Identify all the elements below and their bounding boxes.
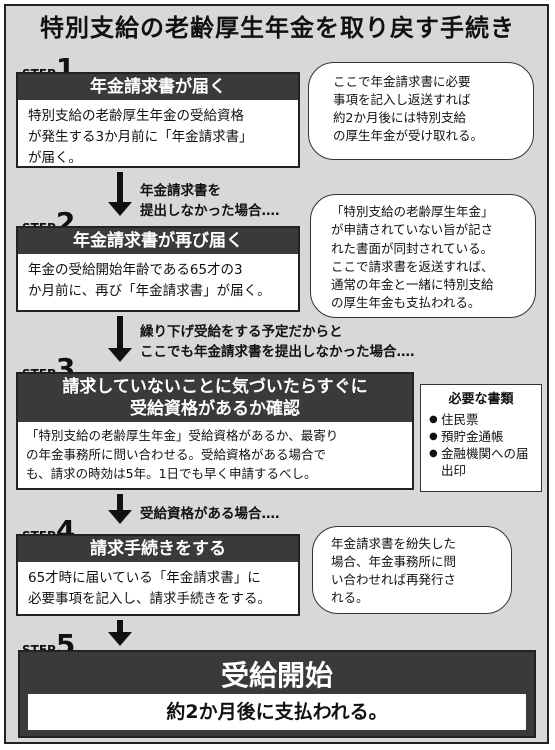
note-2: 繰り下げ受給をする予定だからと ここでも年金請求書を提出しなかった場合‥‥ (140, 324, 415, 360)
step-2-heading: 年金請求書が再び届く (18, 228, 298, 254)
arrow-1 (108, 172, 132, 216)
step-2-bubble: 「特別支給の老齢厚生年金」 が申請されていない旨が記さ れた書面が同封されている… (310, 194, 536, 318)
step-1-heading: 年金請求書が届く (18, 74, 298, 100)
final-title: 受給開始 (220, 659, 333, 692)
arrow-2 (108, 316, 132, 362)
required-documents-title: 必要な書類 (448, 392, 514, 407)
arrow-3 (108, 494, 132, 524)
step-3-heading: 請求していないことに気づいたらすぐに 受給資格があるか確認 (18, 374, 412, 422)
doc-item-1: 住民票 (429, 411, 533, 428)
doc-item-2: 預貯金通帳 (429, 428, 533, 445)
note-1: 年金請求書を 提出しなかった場合‥‥ (140, 183, 280, 219)
page-title: 特別支給の老齢厚生年金を取り戻す手続き (40, 14, 515, 42)
step-2-body: 年金の受給開始年齢である65才の3 か月前に、再び「年金請求書」が届く。 (28, 262, 271, 299)
required-documents-box: 必要な書類 住民票 預貯金通帳 金融機関への届出印 (420, 384, 542, 492)
step-1-bubble: ここで年金請求書に必要 事項を記入し返送すれば 約2か月後には特別支給 の厚生年… (308, 62, 534, 160)
step-1-box: 年金請求書が届く 特別支給の老齢厚生年金の受給資格 が発生する3か月前に「年金請… (16, 72, 300, 168)
doc-item-3: 金融機関への届出印 (429, 445, 533, 479)
step-5-box: 受給開始 約2か月後に支払われる。 (18, 650, 536, 738)
step-4-box: 請求手続きをする 65才時に届いている「年金請求書」に 必要事項を記入し、請求手… (16, 534, 300, 616)
step-4-bubble: 年金請求書を紛失した 場合、年金事務所に問 い合わせれば再発行さ れる。 (312, 526, 512, 614)
step-2-box: 年金請求書が再び届く 年金の受給開始年齢である65才の3 か月前に、再び「年金請… (16, 226, 300, 312)
step-4-body: 65才時に届いている「年金請求書」に 必要事項を記入し、請求手続きをする。 (28, 570, 271, 607)
step-4-heading: 請求手続きをする (18, 536, 298, 562)
arrow-4 (108, 620, 132, 646)
step-3-body: 「特別支給の老齢厚生年金」受給資格があるか、最寄り の年金事務所に問い合わせる。… (26, 428, 339, 481)
final-body: 約2か月後に支払われる。 (28, 694, 526, 730)
step-1-body: 特別支給の老齢厚生年金の受給資格 が発生する3か月前に「年金請求書」 が届く。 (28, 108, 253, 166)
step-3-box: 請求していないことに気づいたらすぐに 受給資格があるか確認 「特別支給の老齢厚生… (16, 372, 414, 490)
note-3: 受給資格がある場合‥‥ (140, 506, 280, 522)
